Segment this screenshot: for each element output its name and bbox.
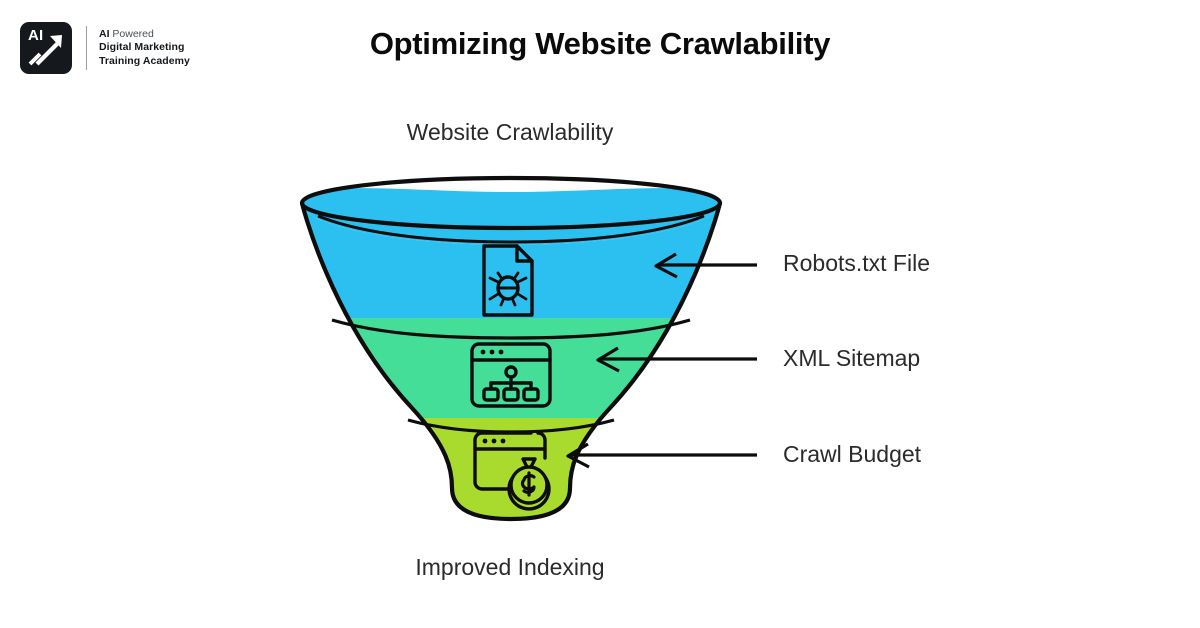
logo-wordmark-powered: Powered xyxy=(112,27,154,40)
funnel-rim-outer xyxy=(299,175,723,231)
browser-money-bag-icon xyxy=(473,431,551,511)
callout-label-robots-txt: Robots.txt File xyxy=(783,250,930,276)
browser-sitemap-icon xyxy=(470,342,552,408)
funnel-divider-blue-green xyxy=(331,318,691,340)
document-bug-icon xyxy=(482,244,534,317)
logo-mark: AI xyxy=(20,22,72,74)
funnel-rim-inner xyxy=(317,214,705,244)
logo-wordmark-ai: AI xyxy=(99,27,110,40)
logo-mark-text: AI xyxy=(28,27,44,44)
funnel-top-label: Website Crawlability xyxy=(406,119,614,145)
callout-arrow-xml-sitemap xyxy=(596,346,757,373)
upward-arrow-icon xyxy=(28,35,62,66)
callout-label-crawl-budget: Crawl Budget xyxy=(783,441,922,467)
callout-arrow-crawl-budget xyxy=(566,442,757,469)
page-title: Optimizing Website Crawlability xyxy=(369,26,831,61)
logo-wordmark: AI Powered Digital Marketing Training Ac… xyxy=(99,28,190,68)
funnel-rim-fill xyxy=(302,188,720,245)
logo-wordmark-line2: Digital Marketing xyxy=(99,41,185,54)
callout-label-xml-sitemap: XML Sitemap xyxy=(783,345,921,371)
funnel-bottom-label: Improved Indexing xyxy=(415,554,605,580)
funnel-outline xyxy=(299,202,723,522)
logo-wordmark-line3: Training Academy xyxy=(99,54,190,67)
callout-arrow-robots-txt xyxy=(654,252,757,279)
brand-logo[interactable]: AI AI Powered Digital Marketing Training… xyxy=(20,22,190,74)
logo-divider xyxy=(86,26,87,70)
